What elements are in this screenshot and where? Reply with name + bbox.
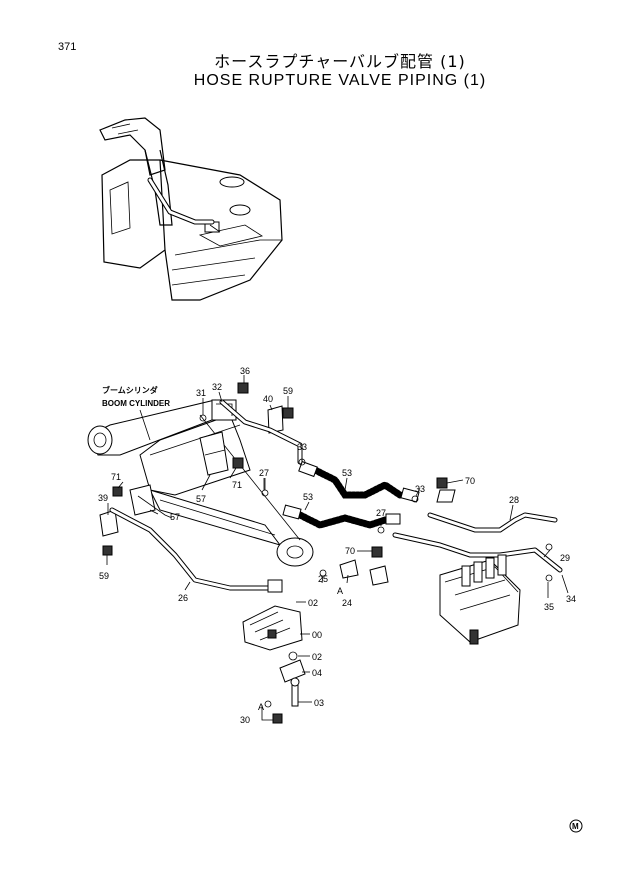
part-label-00: 00 [312, 630, 322, 640]
part-label-24: 24 [342, 598, 352, 608]
part-label-53: 53 [303, 492, 313, 502]
part-label-59: 59 [283, 386, 293, 396]
part-label-33: 33 [297, 442, 307, 452]
part-label-53: 53 [342, 468, 352, 478]
part-labels: 36 32 31 59 40 33 53 70 33 28 27 53 71 7… [98, 366, 576, 725]
part-label-25: 25 [318, 574, 328, 584]
clamps [99, 399, 284, 537]
boom-cylinder-callout: ブームシリンダ BOOM CYLINDER [102, 385, 170, 441]
part-label-39: 39 [98, 493, 108, 503]
part-label-57: 57 [196, 494, 206, 504]
part-label-27: 27 [376, 508, 386, 518]
hose-rupture-valve [242, 605, 306, 724]
part-label-71: 71 [111, 472, 121, 482]
part-label-03: 03 [314, 698, 324, 708]
part-label-57: 57 [170, 512, 180, 522]
part-label-59: 59 [99, 571, 109, 581]
part-label-40: 40 [263, 394, 273, 404]
fittings [102, 382, 553, 586]
part-label-26: 26 [178, 593, 188, 603]
part-label-27: 27 [259, 468, 269, 478]
part-label-71: 71 [232, 480, 242, 490]
part-label-36: 36 [240, 366, 250, 376]
part-label-02: 02 [312, 652, 322, 662]
part-label-28: 28 [509, 495, 519, 505]
part-label-33: 33 [415, 484, 425, 494]
boom-cylinder-label-jp: ブームシリンダ [102, 385, 158, 395]
title-english: HOSE RUPTURE VALVE PIPING (1) [193, 72, 487, 89]
part-label-31: 31 [196, 388, 206, 398]
corner-mark-letter: M [572, 822, 579, 831]
part-label-34: 34 [566, 594, 576, 604]
boom-cylinder-label-en: BOOM CYLINDER [102, 399, 170, 408]
part-label-A: A [337, 586, 343, 596]
part-label-A: A [258, 702, 264, 712]
page-number: 371 [58, 41, 77, 53]
steel-pipes [109, 399, 563, 591]
hoses [267, 460, 420, 593]
excavator-overview [99, 117, 283, 301]
title-japanese: ホースラプチャーバルブ配管 (1) [214, 52, 466, 71]
part-label-02: 02 [308, 598, 318, 608]
part-label-35: 35 [544, 602, 554, 612]
control-valve [439, 554, 521, 645]
part-label-04: 04 [312, 668, 322, 678]
part-label-32: 32 [212, 382, 222, 392]
part-label-29: 29 [560, 553, 570, 563]
part-label-30: 30 [240, 715, 250, 725]
part-label-70: 70 [345, 546, 355, 556]
part-label-70: 70 [465, 476, 475, 486]
leader-lines [106, 375, 569, 721]
corner-mark: M [569, 819, 583, 833]
